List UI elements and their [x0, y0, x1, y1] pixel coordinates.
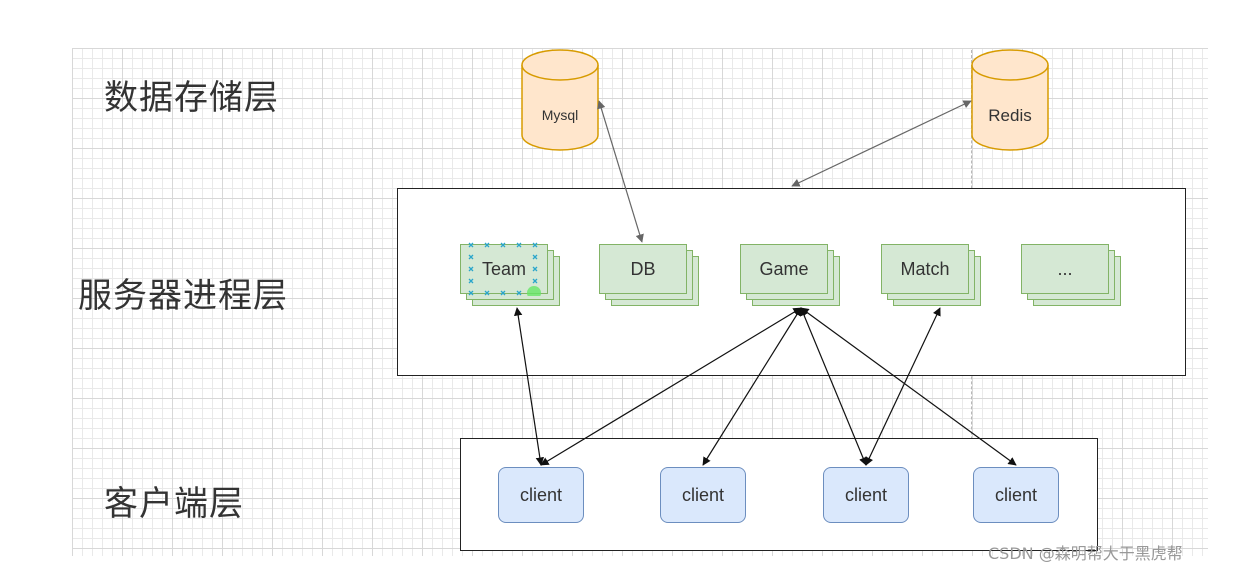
server-layer-label: 服务器进程层 — [78, 276, 288, 316]
process-label: ... — [1021, 244, 1109, 294]
process-match[interactable]: Match — [881, 244, 981, 306]
mysql-label: Mysql — [541, 107, 579, 123]
process-team[interactable]: Team — [460, 244, 560, 306]
team-client1-connector — [513, 307, 545, 466]
client-1[interactable]: client — [498, 467, 584, 523]
process-game[interactable]: Game — [740, 244, 840, 306]
redis-database[interactable]: Redis — [971, 49, 1049, 153]
mysql-database[interactable]: Mysql — [521, 49, 599, 153]
client-2[interactable]: client — [660, 467, 746, 523]
process-label: Match — [881, 244, 969, 294]
database-cylinder-icon — [971, 49, 1049, 151]
storage-layer-label: 数据存储层 — [104, 78, 279, 118]
client-layer-label: 客户端层 — [104, 484, 244, 524]
process-label: DB — [599, 244, 687, 294]
game-client1-connector — [540, 307, 802, 466]
process-more[interactable]: ... — [1021, 244, 1121, 306]
client-3[interactable]: client — [823, 467, 909, 523]
redis-label: Redis — [988, 106, 1032, 125]
game-client2-connector — [702, 307, 802, 466]
client-4[interactable]: client — [973, 467, 1059, 523]
mysql-db-connector — [597, 100, 644, 243]
match-client3-connector — [865, 307, 941, 466]
process-label: Game — [740, 244, 828, 294]
database-cylinder-icon — [521, 49, 599, 151]
process-db[interactable]: DB — [599, 244, 699, 306]
redis-server-connector — [791, 100, 972, 187]
watermark: CSDN @森明帮大于黑虎帮 — [988, 544, 1183, 563]
